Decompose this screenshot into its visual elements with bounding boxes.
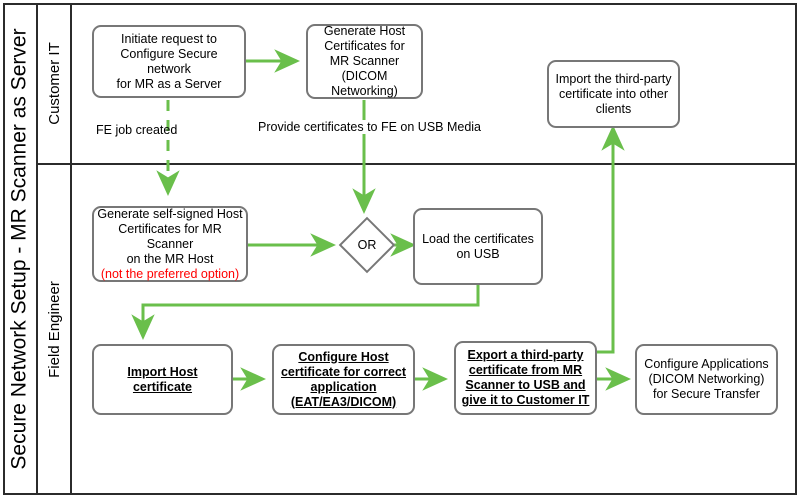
node-label: Load the certificates on USB [422,231,534,261]
node-export-third-party-certificate[interactable]: Export a third-party certificate from MR… [454,341,597,415]
node-label: Generate self-signed Host Certificates f… [97,206,243,266]
node-label: Generate Host Certificates for MR Scanne… [323,24,406,98]
node-label: Initiate request to Configure Secure net… [116,31,222,91]
node-label: Import the third-party certificate into … [555,71,672,116]
node-generate-self-signed[interactable]: Generate self-signed Host Certificates f… [92,206,248,282]
node-import-host-certificate[interactable]: Import Host certificate [92,344,233,415]
node-generate-host-certificates[interactable]: Generate Host Certificates for MR Scanne… [306,24,423,99]
node-warning-note: (not the preferred option) [100,266,240,281]
node-or-decision[interactable]: OR [338,216,396,274]
edge-label-text: FE job created [96,123,178,137]
node-label: Configure Host certificate for correct a… [280,349,407,409]
diagram-title-column: Secure Network Setup - MR Scanner as Ser… [3,3,38,495]
node-label: Import Host certificate [127,364,198,394]
node-initiate-request[interactable]: Initiate request to Configure Secure net… [92,25,246,98]
node-label: Export a third-party certificate from MR… [461,348,590,407]
swimlane-label-field-engineer: Field Engineer [38,164,72,495]
edge-label-text: Provide certificates to FE on USB Media [258,120,482,134]
swimlane-divider [38,163,797,165]
node-configure-applications[interactable]: Configure Applications (DICOM Networking… [635,344,778,415]
edge-load-to-import [131,285,480,341]
node-import-third-party-certificate[interactable]: Import the third-party certificate into … [547,60,680,128]
node-label: Configure Applications (DICOM Networking… [644,357,769,401]
node-configure-host-certificate[interactable]: Configure Host certificate for correct a… [272,344,415,415]
diagram-frame [3,3,797,495]
edge-label-fe-job-created: FE job created [96,123,177,137]
node-label: OR [357,238,377,252]
edge-export-to-import-third-party [597,124,625,354]
edge-label-provide-certificates: Provide certificates to FE on USB Media [256,120,484,134]
node-load-certificates-usb[interactable]: Load the certificates on USB [413,208,543,285]
swimlane-label-customer-it: Customer IT [38,3,72,164]
